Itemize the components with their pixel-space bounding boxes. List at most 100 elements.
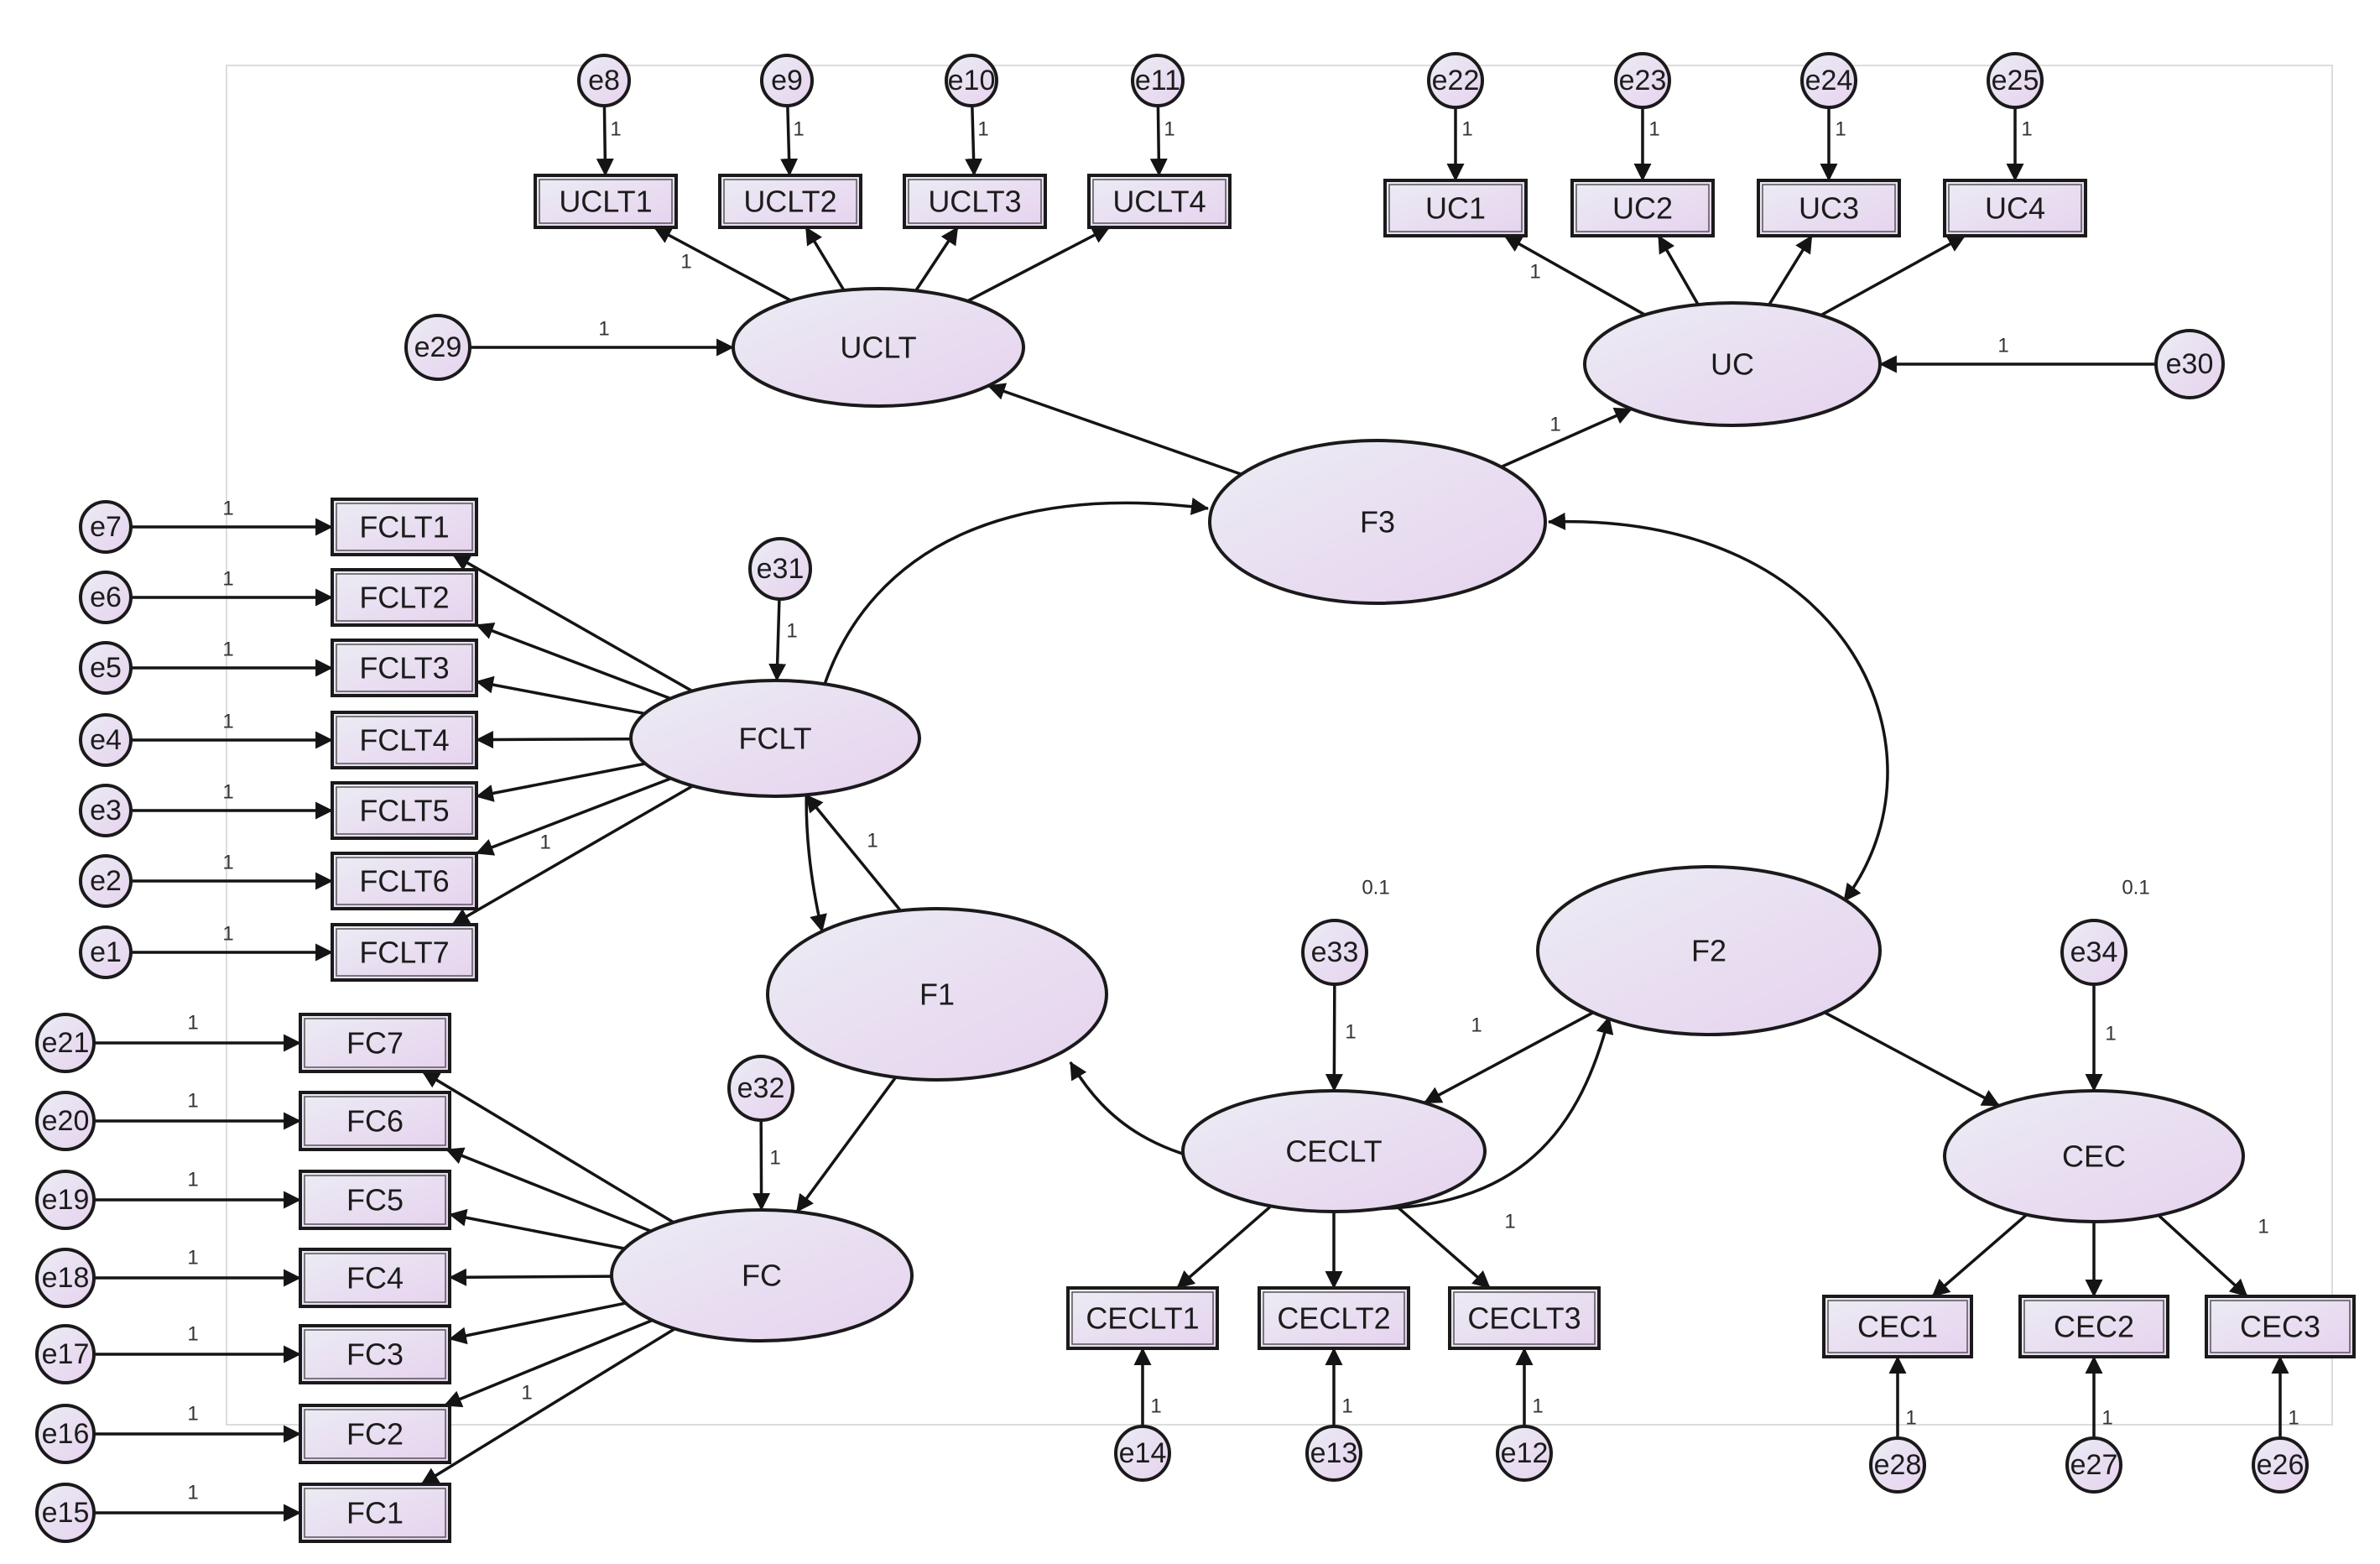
observed-node-fc2[interactable]: FC2 xyxy=(299,1404,451,1464)
latent-ellipse xyxy=(629,679,921,798)
observed-box xyxy=(2018,1295,2169,1358)
latent-node-f1[interactable]: F1 xyxy=(766,907,1108,1082)
observed-node-fc7[interactable]: FC7 xyxy=(299,1013,451,1073)
error-label: e28 xyxy=(1874,1449,1922,1481)
error-node-e18[interactable]: e18 xyxy=(35,1248,96,1308)
error-circle xyxy=(35,1170,96,1230)
observed-node-fclt5[interactable]: FCLT5 xyxy=(331,781,478,840)
error-node-e30[interactable]: e30 xyxy=(2154,329,2225,399)
error-node-e16[interactable]: e16 xyxy=(35,1404,96,1464)
observed-node-fclt3[interactable]: FCLT3 xyxy=(331,639,478,697)
observed-box xyxy=(1383,179,1528,237)
path-e8-to-uclt1 xyxy=(596,105,614,177)
error-label: e13 xyxy=(1310,1437,1358,1469)
error-node-e21[interactable]: e21 xyxy=(35,1013,96,1073)
error-node-e33[interactable]: e33 xyxy=(1301,919,1368,986)
error-node-e7[interactable]: e7 xyxy=(79,500,133,554)
error-node-e20[interactable]: e20 xyxy=(35,1091,96,1151)
error-node-e31[interactable]: e31 xyxy=(748,537,812,601)
latent-node-fclt[interactable]: FCLT xyxy=(629,679,921,798)
path-fclt-to-fclt4 xyxy=(475,731,632,749)
error-node-e26[interactable]: e26 xyxy=(2252,1436,2309,1494)
error-node-e5[interactable]: e5 xyxy=(79,641,133,695)
latent-node-fc[interactable]: FC xyxy=(610,1208,914,1342)
error-node-e6[interactable]: e6 xyxy=(79,571,133,624)
error-node-e2[interactable]: e2 xyxy=(79,854,133,908)
error-label: e9 xyxy=(771,65,803,96)
observed-box-inner xyxy=(1453,1291,1596,1345)
error-node-e1[interactable]: e1 xyxy=(79,925,133,979)
observed-box xyxy=(2205,1295,2356,1358)
latent-node-cec[interactable]: CEC xyxy=(1943,1089,2245,1223)
observed-node-fclt2[interactable]: FCLT2 xyxy=(331,568,478,627)
observed-node-fc6[interactable]: FC6 xyxy=(299,1091,451,1151)
error-label: e29 xyxy=(414,331,462,363)
loading-label: 1 xyxy=(222,852,233,874)
latent-node-uc[interactable]: UC xyxy=(1583,301,1882,427)
error-label: e34 xyxy=(2070,936,2118,968)
latent-node-uclt[interactable]: UCLT xyxy=(732,287,1025,408)
loading-label: 1 xyxy=(867,830,878,852)
latent-node-f2[interactable]: F2 xyxy=(1536,865,1882,1036)
error-node-e3[interactable]: e3 xyxy=(79,784,133,837)
observed-node-uc4[interactable]: UC4 xyxy=(1943,179,2087,237)
error-node-e14[interactable]: e14 xyxy=(1114,1425,1171,1482)
error-node-e15[interactable]: e15 xyxy=(35,1483,96,1543)
latent-node-ceclt[interactable]: CECLT xyxy=(1181,1089,1487,1213)
loading-label: 1 xyxy=(222,711,233,733)
diagram-frame xyxy=(226,65,2333,1426)
observed-box-inner xyxy=(539,179,673,224)
observed-node-fclt1[interactable]: FCLT1 xyxy=(331,498,478,556)
error-node-e19[interactable]: e19 xyxy=(35,1170,96,1230)
observed-node-fclt4[interactable]: FCLT4 xyxy=(331,711,478,769)
observed-box-inner xyxy=(304,1253,446,1303)
error-node-e11[interactable]: e11 xyxy=(1131,54,1185,107)
observed-box-inner xyxy=(336,644,473,692)
observed-box xyxy=(299,1324,451,1384)
observed-label: UC3 xyxy=(1799,191,1859,226)
error-node-e32[interactable]: e32 xyxy=(727,1055,794,1122)
observed-node-uc3[interactable]: UC3 xyxy=(1757,179,1901,237)
path-f1-to-fc xyxy=(795,1076,898,1213)
observed-box xyxy=(903,174,1047,229)
error-node-e22[interactable]: e22 xyxy=(1427,52,1484,109)
error-node-e12[interactable]: e12 xyxy=(1496,1425,1553,1482)
latent-node-f3[interactable]: F3 xyxy=(1208,439,1547,605)
error-node-e34[interactable]: e34 xyxy=(2060,919,2127,986)
observed-node-uclt3[interactable]: UCLT3 xyxy=(903,174,1047,229)
observed-node-uclt4[interactable]: UCLT4 xyxy=(1087,174,1232,229)
error-node-e24[interactable]: e24 xyxy=(1800,52,1857,109)
error-node-e27[interactable]: e27 xyxy=(2065,1436,2122,1494)
observed-node-cec1[interactable]: CEC1 xyxy=(1822,1295,1973,1358)
error-node-e17[interactable]: e17 xyxy=(35,1324,96,1384)
error-node-e10[interactable]: e10 xyxy=(945,54,998,107)
observed-node-uc1[interactable]: UC1 xyxy=(1383,179,1528,237)
error-label: e25 xyxy=(1992,65,2039,96)
error-node-e25[interactable]: e25 xyxy=(1987,52,2044,109)
error-node-e8[interactable]: e8 xyxy=(577,54,631,107)
observed-node-fc5[interactable]: FC5 xyxy=(299,1170,451,1230)
observed-node-cec3[interactable]: CEC3 xyxy=(2205,1295,2356,1358)
observed-node-fc3[interactable]: FC3 xyxy=(299,1324,451,1384)
error-node-e23[interactable]: e23 xyxy=(1614,52,1671,109)
error-node-e29[interactable]: e29 xyxy=(404,314,471,381)
observed-node-uclt2[interactable]: UCLT2 xyxy=(718,174,862,229)
observed-node-ceclt1[interactable]: CECLT1 xyxy=(1066,1286,1219,1350)
observed-box-inner xyxy=(336,716,473,764)
observed-node-cec2[interactable]: CEC2 xyxy=(2018,1295,2169,1358)
observed-node-fc1[interactable]: FC1 xyxy=(299,1483,451,1543)
path-e10-to-uclt3 xyxy=(965,105,983,177)
error-node-e13[interactable]: e13 xyxy=(1305,1425,1362,1482)
observed-node-fclt7[interactable]: FCLT7 xyxy=(331,923,478,982)
error-circle xyxy=(2154,329,2225,399)
observed-node-uclt1[interactable]: UCLT1 xyxy=(534,174,678,229)
error-node-e4[interactable]: e4 xyxy=(79,713,133,767)
observed-node-uc2[interactable]: UC2 xyxy=(1570,179,1715,237)
error-node-e28[interactable]: e28 xyxy=(1869,1436,1926,1494)
observed-node-ceclt3[interactable]: CECLT3 xyxy=(1448,1286,1601,1350)
error-node-e9[interactable]: e9 xyxy=(760,54,814,107)
observed-node-fclt6[interactable]: FCLT6 xyxy=(331,852,478,910)
observed-node-fc4[interactable]: FC4 xyxy=(299,1248,451,1308)
observed-node-ceclt2[interactable]: CECLT2 xyxy=(1258,1286,1410,1350)
